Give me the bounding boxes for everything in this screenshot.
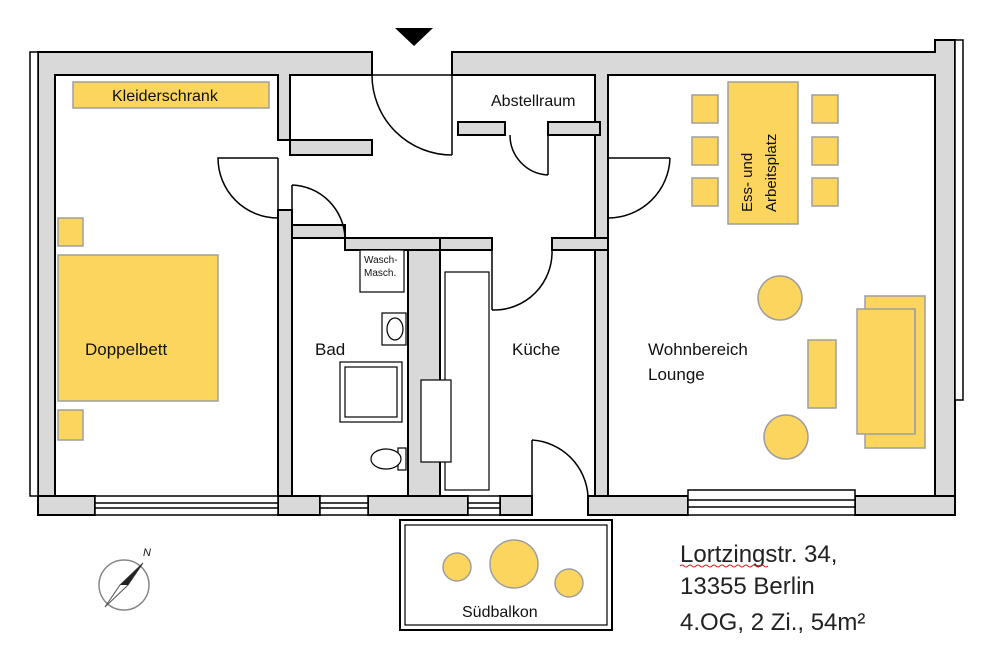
address-details: 4.OG, 2 Zi., 54m²: [680, 609, 865, 636]
spellcheck-underline: [679, 564, 769, 568]
chair-4: [811, 94, 839, 124]
wall-bottom-1: [37, 495, 96, 516]
wall-bottom-4: [499, 495, 533, 516]
window-bedroom: [94, 495, 279, 516]
compass: N: [98, 547, 151, 611]
label-bad: Bad: [315, 340, 345, 359]
armchair-top: [757, 275, 803, 321]
wall-bottom-2: [277, 495, 321, 516]
fixtures: [339, 249, 490, 491]
wardrobe: [72, 81, 270, 109]
window-right-top: [954, 39, 964, 401]
windows: [29, 39, 964, 516]
balcony-table: [489, 539, 539, 589]
sofa-seat: [856, 308, 916, 435]
nightstand-bottom: [57, 409, 84, 441]
chair-5: [811, 136, 839, 166]
chair-1: [691, 94, 719, 124]
door-bath: [291, 184, 346, 239]
wall-bed-bath: [277, 209, 293, 497]
window-bath: [319, 495, 369, 516]
balcony-chair-right: [554, 568, 584, 598]
wall-bottom-6: [854, 495, 956, 516]
dining-table: [727, 81, 799, 225]
address-street: Lortzingstr. 34,: [680, 541, 837, 568]
door-kitchen: [491, 249, 553, 311]
label-wasch-1: Wasch-: [364, 255, 398, 266]
doors: [217, 74, 671, 515]
label-abstellraum: Abstellraum: [491, 93, 575, 110]
double-bed: [57, 254, 219, 402]
label-doppelbett: Doppelbett: [85, 340, 168, 359]
wall-top-right: [451, 39, 956, 516]
window-living: [687, 489, 856, 516]
furniture: [57, 81, 926, 598]
label-lounge: Lounge: [648, 365, 705, 384]
walls: [37, 39, 956, 516]
label-esstisch-1: Ess- und: [739, 153, 756, 212]
chair-6: [811, 177, 839, 207]
compass-north-label: N: [143, 547, 151, 559]
wall-storage-right: [547, 121, 601, 136]
washbasin-bowl: [386, 317, 404, 341]
shower-inner: [344, 366, 398, 418]
door-living: [607, 157, 671, 219]
kitchen-stove: [420, 379, 452, 463]
armchair-bottom: [763, 414, 809, 460]
label-esstisch-2: Arbeitsplatz: [763, 134, 780, 212]
wall-bottom-3: [367, 495, 469, 516]
wall-bath-top: [344, 237, 441, 251]
chair-2: [691, 136, 719, 166]
wall-bottom-5: [587, 495, 689, 516]
window-kitchen: [467, 495, 501, 516]
label-kleiderschrank: Kleiderschrank: [112, 88, 219, 105]
door-balcony: [531, 439, 589, 515]
label-wohnbereich: Wohnbereich: [648, 340, 748, 359]
coffee-table: [807, 339, 837, 409]
label-suedbalkon: Südbalkon: [462, 604, 538, 621]
balcony: [399, 519, 613, 631]
door-storage: [509, 134, 549, 176]
chair-3: [691, 177, 719, 207]
wall-kitchen-living: [594, 249, 609, 497]
toilet-bowl: [370, 448, 402, 470]
wall-kitchen-top-right: [551, 237, 609, 251]
label-wasch-2: Masch.: [364, 268, 396, 279]
door-bedroom: [217, 157, 279, 219]
door-entry: [371, 74, 453, 156]
nightstand-top: [57, 217, 84, 247]
washing-machine: [359, 249, 405, 293]
entry-arrow-icon: [395, 28, 433, 46]
balcony-chair-left: [442, 552, 472, 582]
window-left: [29, 51, 39, 497]
wall-storage-bottom: [457, 121, 506, 136]
label-kueche: Küche: [512, 340, 560, 359]
address-city: 13355 Berlin: [680, 573, 815, 600]
kitchen-counter: [444, 271, 490, 491]
wall-kitchen-top: [439, 237, 493, 251]
wall-corner-upper: [289, 139, 373, 156]
wall-corridor-low-left: [291, 224, 346, 239]
